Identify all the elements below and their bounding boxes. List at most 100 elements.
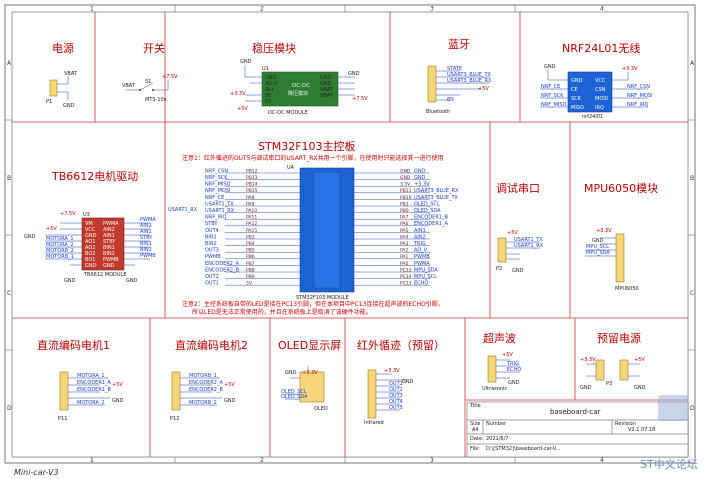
- mcu-right-pin: PA2: [400, 248, 409, 254]
- mcu-left-net: OUT1: [205, 281, 219, 287]
- nrf-net-right-3: NRF_IRQ: [627, 102, 649, 108]
- tb6612-pin-right-3: AIN1: [103, 233, 115, 239]
- tb6612-net-right-3: AIN1: [140, 229, 152, 235]
- dcdc-gnd-left: GND: [240, 59, 252, 65]
- ir-wires: [376, 373, 406, 411]
- mcu-right-net: AIN2: [414, 234, 426, 240]
- grid-column-ticks: [5, 5, 695, 463]
- mcu-right-net: MPU_SCL: [414, 274, 437, 280]
- mcu-right-net: USART3_BLUE_RX: [414, 188, 459, 194]
- mcu-right-net: TRIG: [413, 241, 426, 247]
- mcu-note-2b: 所以LED是无法正常使用的，并且在系统板上是取消了该硬件功能。: [192, 308, 372, 316]
- nrf-pin-right-2: CSN: [595, 87, 606, 93]
- ultrasonic-v5-net: +5V: [502, 352, 513, 358]
- tb6612-net-right-4: STBY: [140, 235, 153, 241]
- mcu-right-pin: PA6: [400, 221, 409, 227]
- motor1-pin-3: ENCODER1_B: [77, 387, 111, 393]
- nrf-pin-left-2: CE: [571, 87, 578, 93]
- dcdc-gnd-right: GND: [348, 71, 360, 77]
- mcu-left-net: OUT2: [205, 274, 219, 280]
- mcu-right-net: GND: [414, 175, 426, 181]
- bluetooth-state-net: STATE: [447, 66, 462, 72]
- mcu-right-net: OLED_SDA: [414, 208, 441, 214]
- title-block: [466, 401, 689, 458]
- nrf-part-label: nrf24l01: [582, 114, 603, 120]
- dcdc-pin-left-2: AD-V: [265, 81, 278, 87]
- ir-connector: [367, 369, 377, 419]
- tb6612-gnd-bottom-2: GND: [126, 278, 138, 284]
- mcu-left-net: BIN2: [205, 241, 217, 247]
- bluetooth-connector: [427, 65, 437, 103]
- nrf-pin-right-3: MOSI: [595, 96, 608, 102]
- tb6612-pin-right-7: PWMB: [103, 257, 119, 263]
- grid-col-2-bottom: 2: [260, 457, 264, 464]
- debug-gnd-net: GND: [512, 268, 524, 274]
- tb6612-v5-net: +5V: [46, 226, 57, 232]
- mpu-wires: [585, 237, 616, 257]
- motor2-gnd-net: GND: [224, 398, 236, 404]
- title-block-size-label: Size: [470, 421, 480, 427]
- mcu-right-pin: PB11: [400, 188, 412, 194]
- tb6612-pin-left-8: GND: [85, 263, 97, 269]
- grid-row-c: C: [690, 290, 694, 297]
- motor1-wires: [68, 377, 110, 406]
- section-title-mpu: MPU6050模块: [584, 182, 658, 195]
- tb6612-part-ref: U3: [83, 212, 90, 218]
- title-block-title-label: Title: [469, 403, 481, 409]
- section-title-nrf: NRF24L01无线: [562, 41, 640, 55]
- tb6612-pin-left-6: BO2: [85, 251, 95, 257]
- dcdc-v5: +5V: [237, 106, 248, 112]
- mcu-left-net: STBY: [205, 221, 218, 227]
- bluetooth-tx-net: USART3_BLUE_TX: [447, 72, 492, 78]
- mcu-note-2a: 注意2：主控系统板自带的LED是接在PC13引脚，但在本项目中PC13连接在超声…: [182, 300, 444, 308]
- motor2-pin-3: ENCODER2_B: [189, 387, 223, 393]
- mcu-right-net: +3.3V: [414, 182, 430, 188]
- dcdc-v33: +3.3V: [230, 91, 246, 97]
- nrf-net-left-2: NRF_SCK: [541, 93, 564, 99]
- tb6612-pin-left-2: VCC: [85, 227, 96, 233]
- mcu-left-net: PWMB: [205, 254, 221, 260]
- mpu-scl-net: MPU_SCL: [586, 244, 609, 250]
- oled-wires: [285, 366, 309, 400]
- watermark-text: ST中文论坛: [640, 457, 698, 471]
- tb6612-net-left-2: MOTORA_2: [46, 242, 74, 248]
- grid-row-d: D: [690, 405, 695, 412]
- reserve-connector-2: [619, 359, 629, 381]
- mcu-left-net: NRF_CE: [205, 195, 224, 201]
- mcu-right-pin: GND: [400, 175, 411, 181]
- debug-connector: [497, 237, 507, 263]
- section-title-ir: 红外循迹（预留）: [357, 339, 445, 352]
- switch-part-ref: S1: [145, 79, 151, 85]
- motor1-pin-1: MOTORA_1: [77, 373, 105, 379]
- tb6612-net-right-1: PWMA: [140, 217, 156, 223]
- grid-row-a-left: A: [7, 60, 12, 67]
- mcu-right-net: PWMA: [414, 261, 430, 267]
- grid-col-4-bottom: 4: [600, 457, 604, 464]
- mcu-right-net: OLED_SCL: [414, 201, 440, 207]
- mcu-right-net: ECHO: [414, 281, 428, 287]
- ultrasonic-trig-net: TRIG: [506, 361, 519, 367]
- dcdc-pin-right-1: GND: [320, 75, 332, 81]
- mcu-usart1-rx-label: USART1_RX: [168, 207, 198, 213]
- mcu-right-pin: PC15: [400, 267, 412, 273]
- title-block-revision-label: Revision: [615, 421, 636, 427]
- mcu-left-pin: PB13: [246, 175, 258, 181]
- nrf-v33-net: +3.3V: [622, 66, 638, 72]
- power-gnd-net: GND: [63, 103, 75, 109]
- tb6612-net-right-2: AIN2: [140, 223, 152, 229]
- ir-out3: OUT3: [389, 393, 403, 399]
- grid-row-c-left: C: [7, 290, 11, 297]
- grid-col-2: 2: [260, 6, 264, 13]
- nrf-wires: [540, 70, 648, 108]
- section-title-mcu: STM32F103主控板: [258, 139, 356, 153]
- switch-v7-net: +7.5V: [162, 74, 178, 80]
- mcu-right-pin: GND: [400, 168, 411, 174]
- mcu-right-pin: PA0: [400, 261, 409, 267]
- mcu-left-net: NRF_MISO: [205, 182, 231, 188]
- ir-out2: OUT2: [389, 387, 403, 393]
- motor2-connector: [171, 371, 181, 411]
- motor1-gnd-net: GND: [112, 398, 124, 404]
- section-title-power: 电源: [52, 41, 74, 55]
- title-block-title: baseboard-car: [550, 408, 601, 416]
